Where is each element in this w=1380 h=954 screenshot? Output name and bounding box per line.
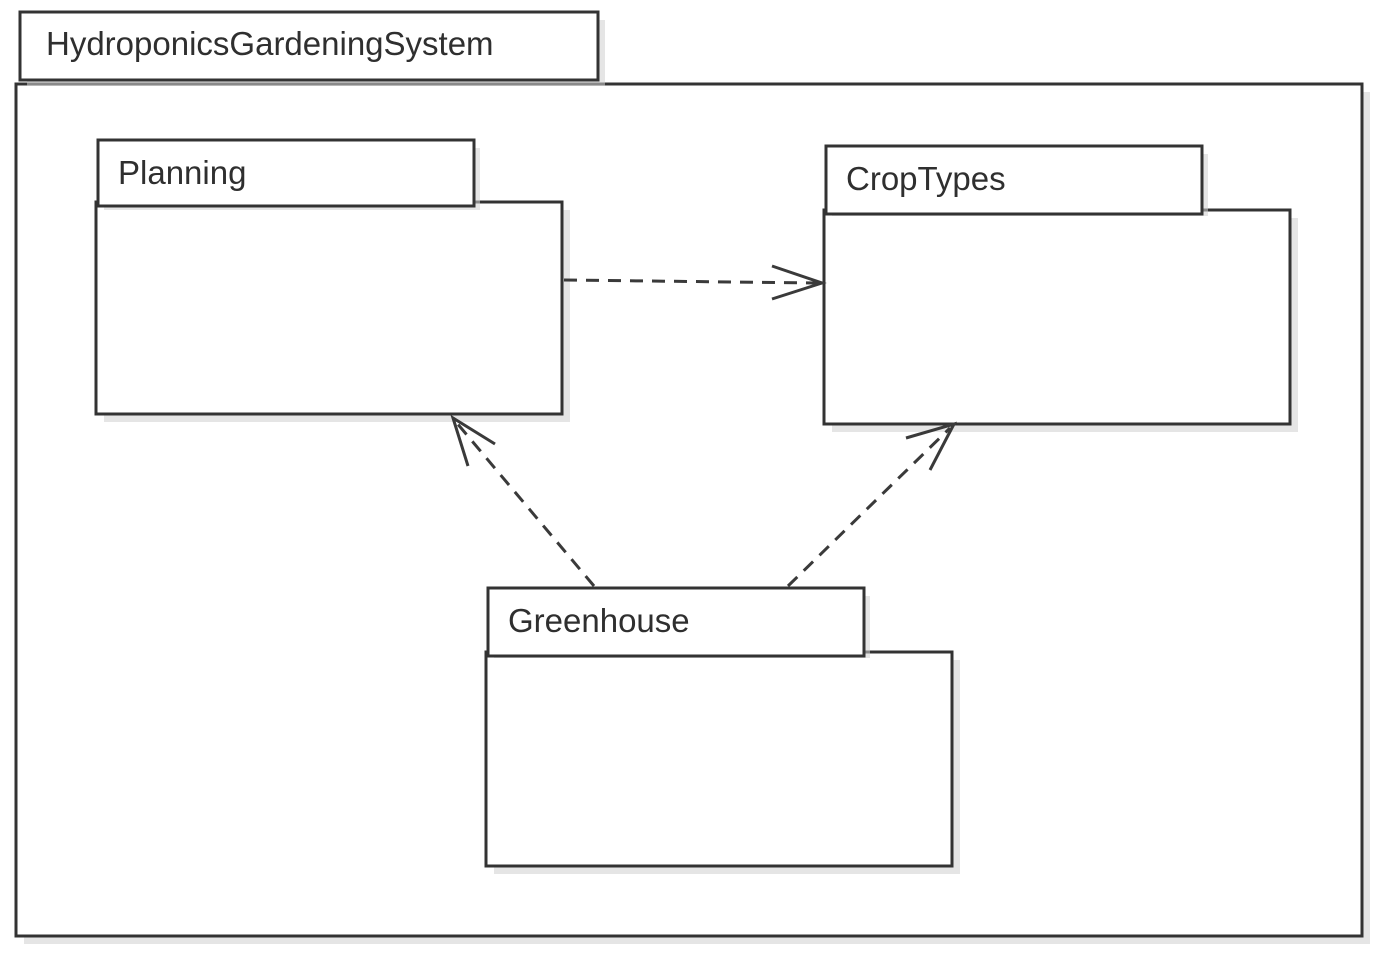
dependency-greenhouse-to-croptypes	[786, 421, 957, 588]
package-planning[interactable]: Planning	[94, 138, 570, 422]
dependency-greenhouse-to-planning	[450, 414, 596, 587]
croptypes-package-body	[822, 208, 1292, 426]
package-croptypes[interactable]: CropTypes	[822, 144, 1298, 432]
planning-package-tab	[96, 138, 476, 208]
croptypes-package-label: CropTypes	[846, 160, 1006, 197]
open-arrowhead-icon	[905, 421, 957, 471]
greenhouse-package-body	[484, 650, 954, 868]
container-package-tab	[18, 10, 600, 82]
dependency-line	[786, 426, 952, 588]
croptypes-package-tab	[824, 144, 1204, 216]
planning-package-label: Planning	[118, 154, 246, 191]
open-arrowhead-icon	[450, 414, 496, 467]
dependency-line	[454, 421, 596, 587]
greenhouse-package-label: Greenhouse	[508, 602, 690, 639]
package-greenhouse[interactable]: Greenhouse	[484, 586, 960, 874]
dependency-planning-to-croptypes	[563, 264, 827, 301]
greenhouse-package-tab	[486, 586, 866, 658]
planning-package-body	[94, 200, 564, 416]
open-arrowhead-icon	[771, 264, 827, 301]
container-package-label: HydroponicsGardeningSystem	[46, 25, 494, 62]
